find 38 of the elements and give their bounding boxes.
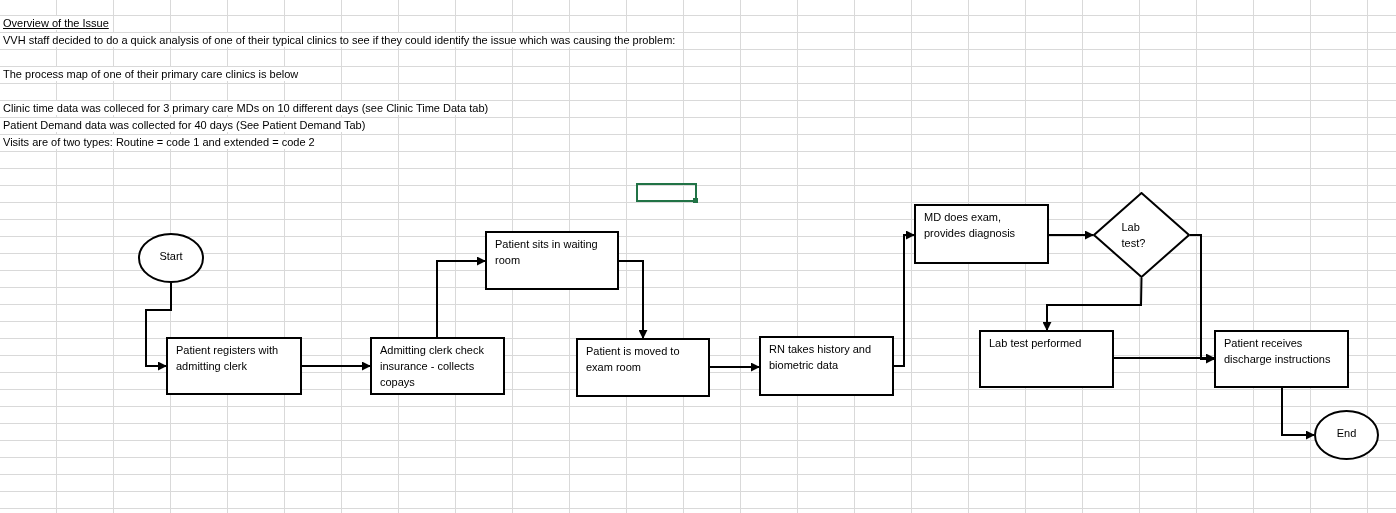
note-text: Visits are of two types: Routine = code 1 and extended = code 2 xyxy=(2,135,316,149)
flow-arrow xyxy=(1281,387,1315,440)
flow-arrow xyxy=(618,260,648,339)
terminal-ellipse xyxy=(1314,410,1379,460)
flow-arrow xyxy=(1048,230,1094,240)
terminal-ellipse xyxy=(138,233,204,283)
flow-arrow xyxy=(893,230,915,367)
note-text: VVH staff decided to do a quick analysis of one of their typical clinics to see if they could identify the issue which was causing the problem: xyxy=(2,33,677,47)
flow-arrow xyxy=(1189,234,1215,364)
node-text: Lab test performed xyxy=(989,336,1083,351)
flow-arrow xyxy=(301,361,371,371)
node-text: MD does exam, provides diagnosis xyxy=(924,210,1017,241)
process-box xyxy=(759,336,894,396)
title: Overview of the Issue xyxy=(2,16,110,30)
node-text: Lab test? xyxy=(1121,220,1147,251)
node-text: Patient receives discharge instructions xyxy=(1224,336,1332,367)
node-text: Patient sits in waiting room xyxy=(495,237,599,268)
flow-arrow xyxy=(436,256,486,338)
process-box xyxy=(166,337,302,395)
note-text: The process map of one of their primary care clinics is below xyxy=(2,67,300,81)
process-box xyxy=(485,231,619,290)
process-box xyxy=(576,338,710,397)
note-text: Clinic time data was colleced for 3 primary care MDs on 10 different days (see Clinic Time Data tab) xyxy=(2,101,490,115)
node-text: RN takes history and biometric data xyxy=(769,342,873,373)
node-text: Start xyxy=(159,249,183,264)
flow-arrow xyxy=(145,282,172,371)
node-text: End xyxy=(1336,426,1357,441)
process-box xyxy=(370,337,505,395)
process-box xyxy=(914,204,1049,264)
flow-arrow xyxy=(709,362,760,372)
node-text: Admitting clerk check insurance - collects copays xyxy=(380,343,485,390)
flow-arrow xyxy=(1042,277,1143,331)
node-text: Patient is moved to exam room xyxy=(586,344,681,375)
node-text: Patient registers with admitting clerk xyxy=(176,343,280,374)
process-box xyxy=(1214,330,1349,388)
decision-diamond xyxy=(1093,192,1190,278)
note-text: Patient Demand data was collected for 40 days (See Patient Demand Tab) xyxy=(2,118,367,132)
process-box xyxy=(979,330,1114,388)
